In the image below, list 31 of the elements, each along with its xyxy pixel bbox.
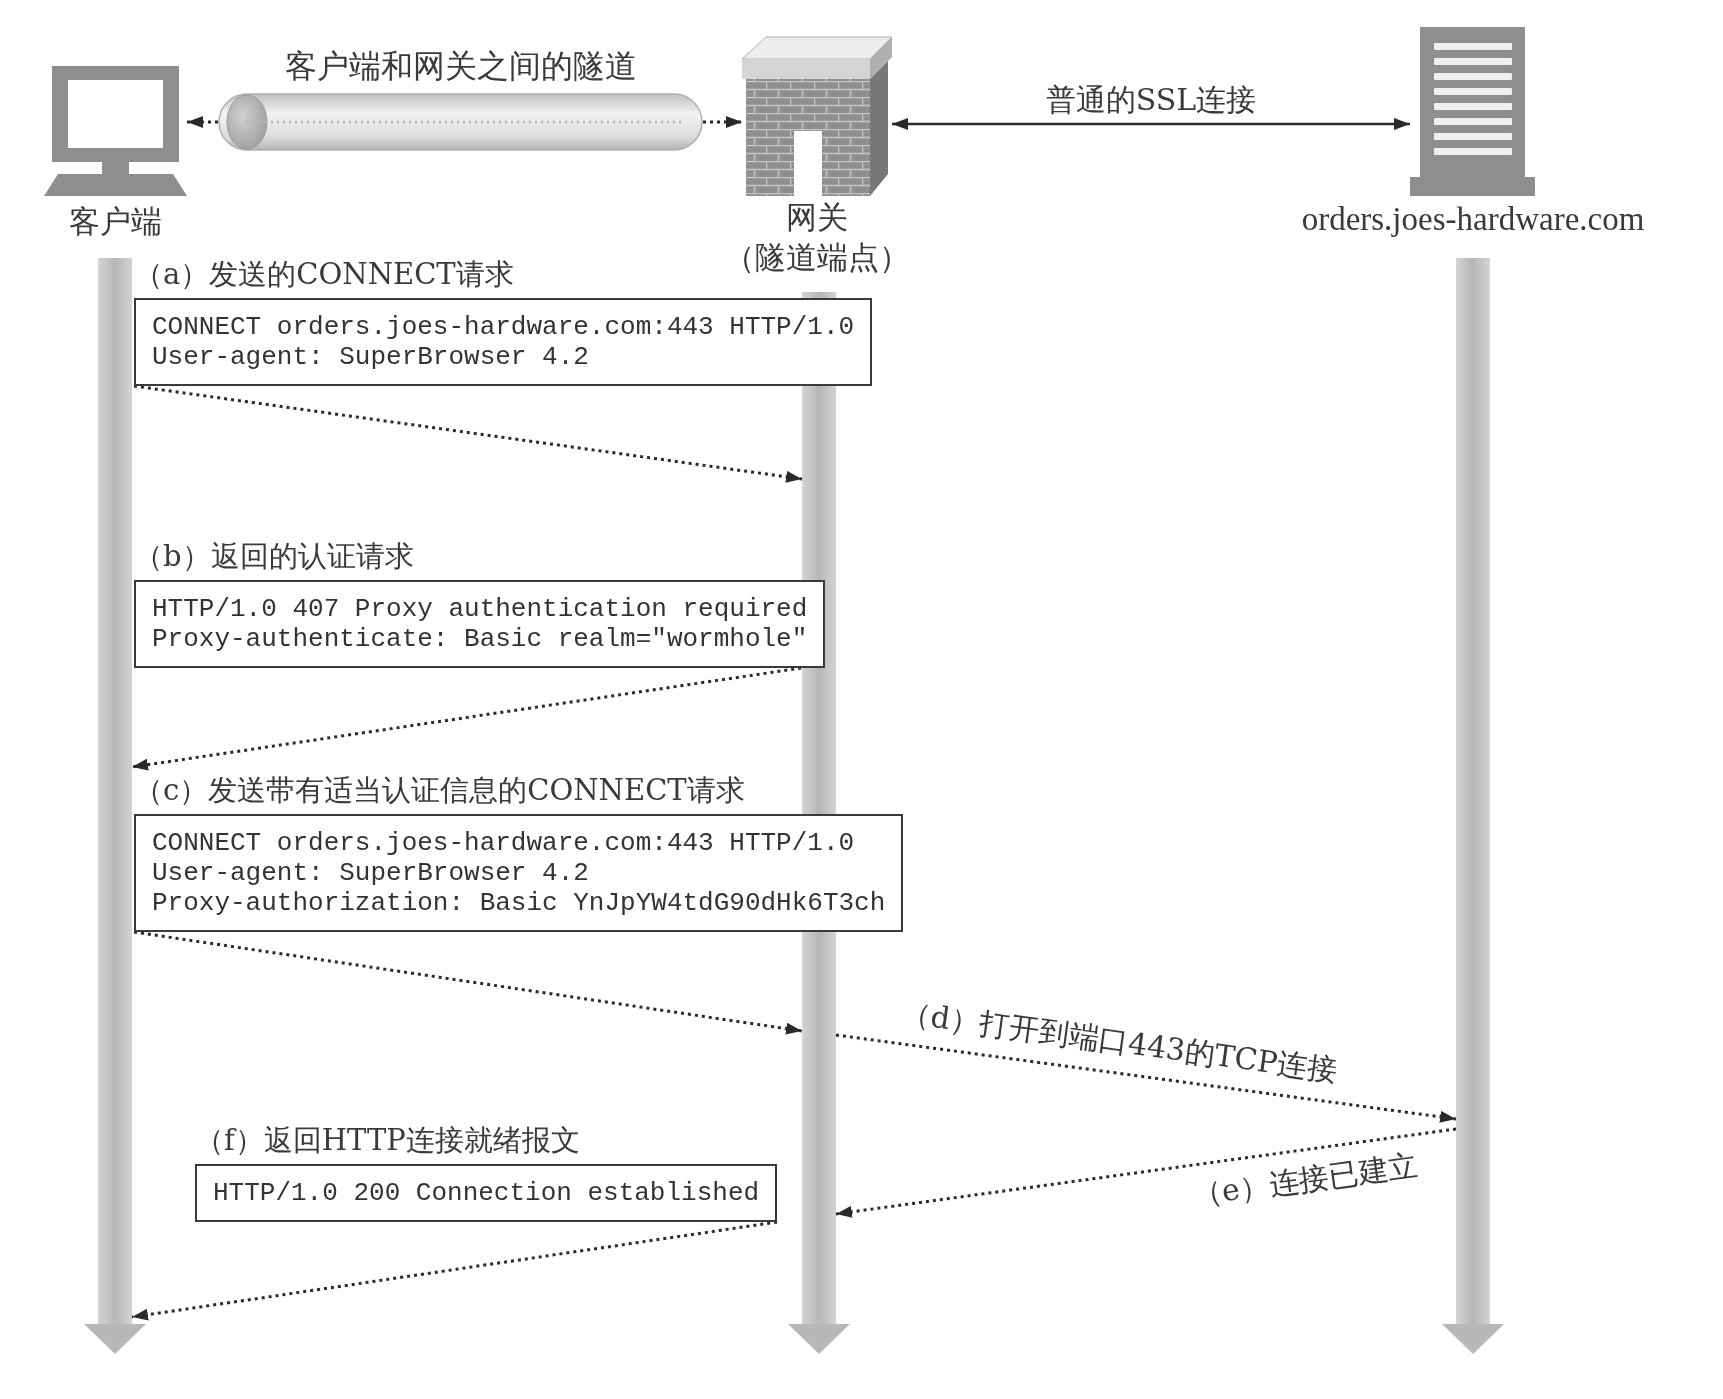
node-caption: 客户端 (68, 202, 162, 240)
node-caption: （隧道端点） (724, 238, 910, 276)
dotted-arrow (131, 1220, 778, 1321)
http-line: Proxy-authenticate: Basic realm="wormhole" (152, 624, 808, 654)
dotted-arrow (131, 666, 802, 771)
dotted-arrow (835, 1127, 1457, 1218)
http-line: CONNECT orders.joes-hardware.com:443 HTTP/1.0 (152, 312, 855, 342)
http-line: Proxy-authorization: Basic YnJpYW4tdG90dHk6T3ch (152, 888, 886, 918)
http-line: User-agent: SuperBrowser 4.2 (152, 342, 589, 372)
dotted-arrow (133, 384, 803, 483)
server-icon (1410, 27, 1535, 196)
lifeline (1442, 258, 1504, 1354)
lifeline (84, 258, 146, 1354)
dotted-arrow (187, 116, 218, 128)
dotted-arrow (835, 1033, 1457, 1123)
node-caption: orders.joes-hardware.com (1301, 200, 1645, 238)
step-heading: （b）返回的认证请求 (134, 538, 414, 575)
brick-wall-icon (742, 33, 892, 196)
tunnel-label: 客户端和网关之间的隧道 (283, 46, 638, 86)
step-heading: （a）发送的CONNECT请求 (134, 256, 514, 293)
http-line: User-agent: SuperBrowser 4.2 (152, 858, 589, 888)
http-line: CONNECT orders.joes-hardware.com:443 HTTP/1.0 (152, 828, 855, 858)
step-heading: （c）发送带有适当认证信息的CONNECT请求 (134, 772, 745, 809)
dotted-arrow (133, 930, 803, 1035)
http-line: HTTP/1.0 407 Proxy authentication required (152, 594, 808, 624)
double-headed-arrow (892, 118, 1410, 130)
http-line: HTTP/1.0 200 Connection established (213, 1178, 760, 1208)
computer-icon (44, 66, 187, 196)
step-heading: （f）返回HTTP连接就绪报文 (195, 1122, 580, 1159)
node-caption: 网关 (786, 198, 848, 236)
dotted-arrow (703, 116, 742, 128)
